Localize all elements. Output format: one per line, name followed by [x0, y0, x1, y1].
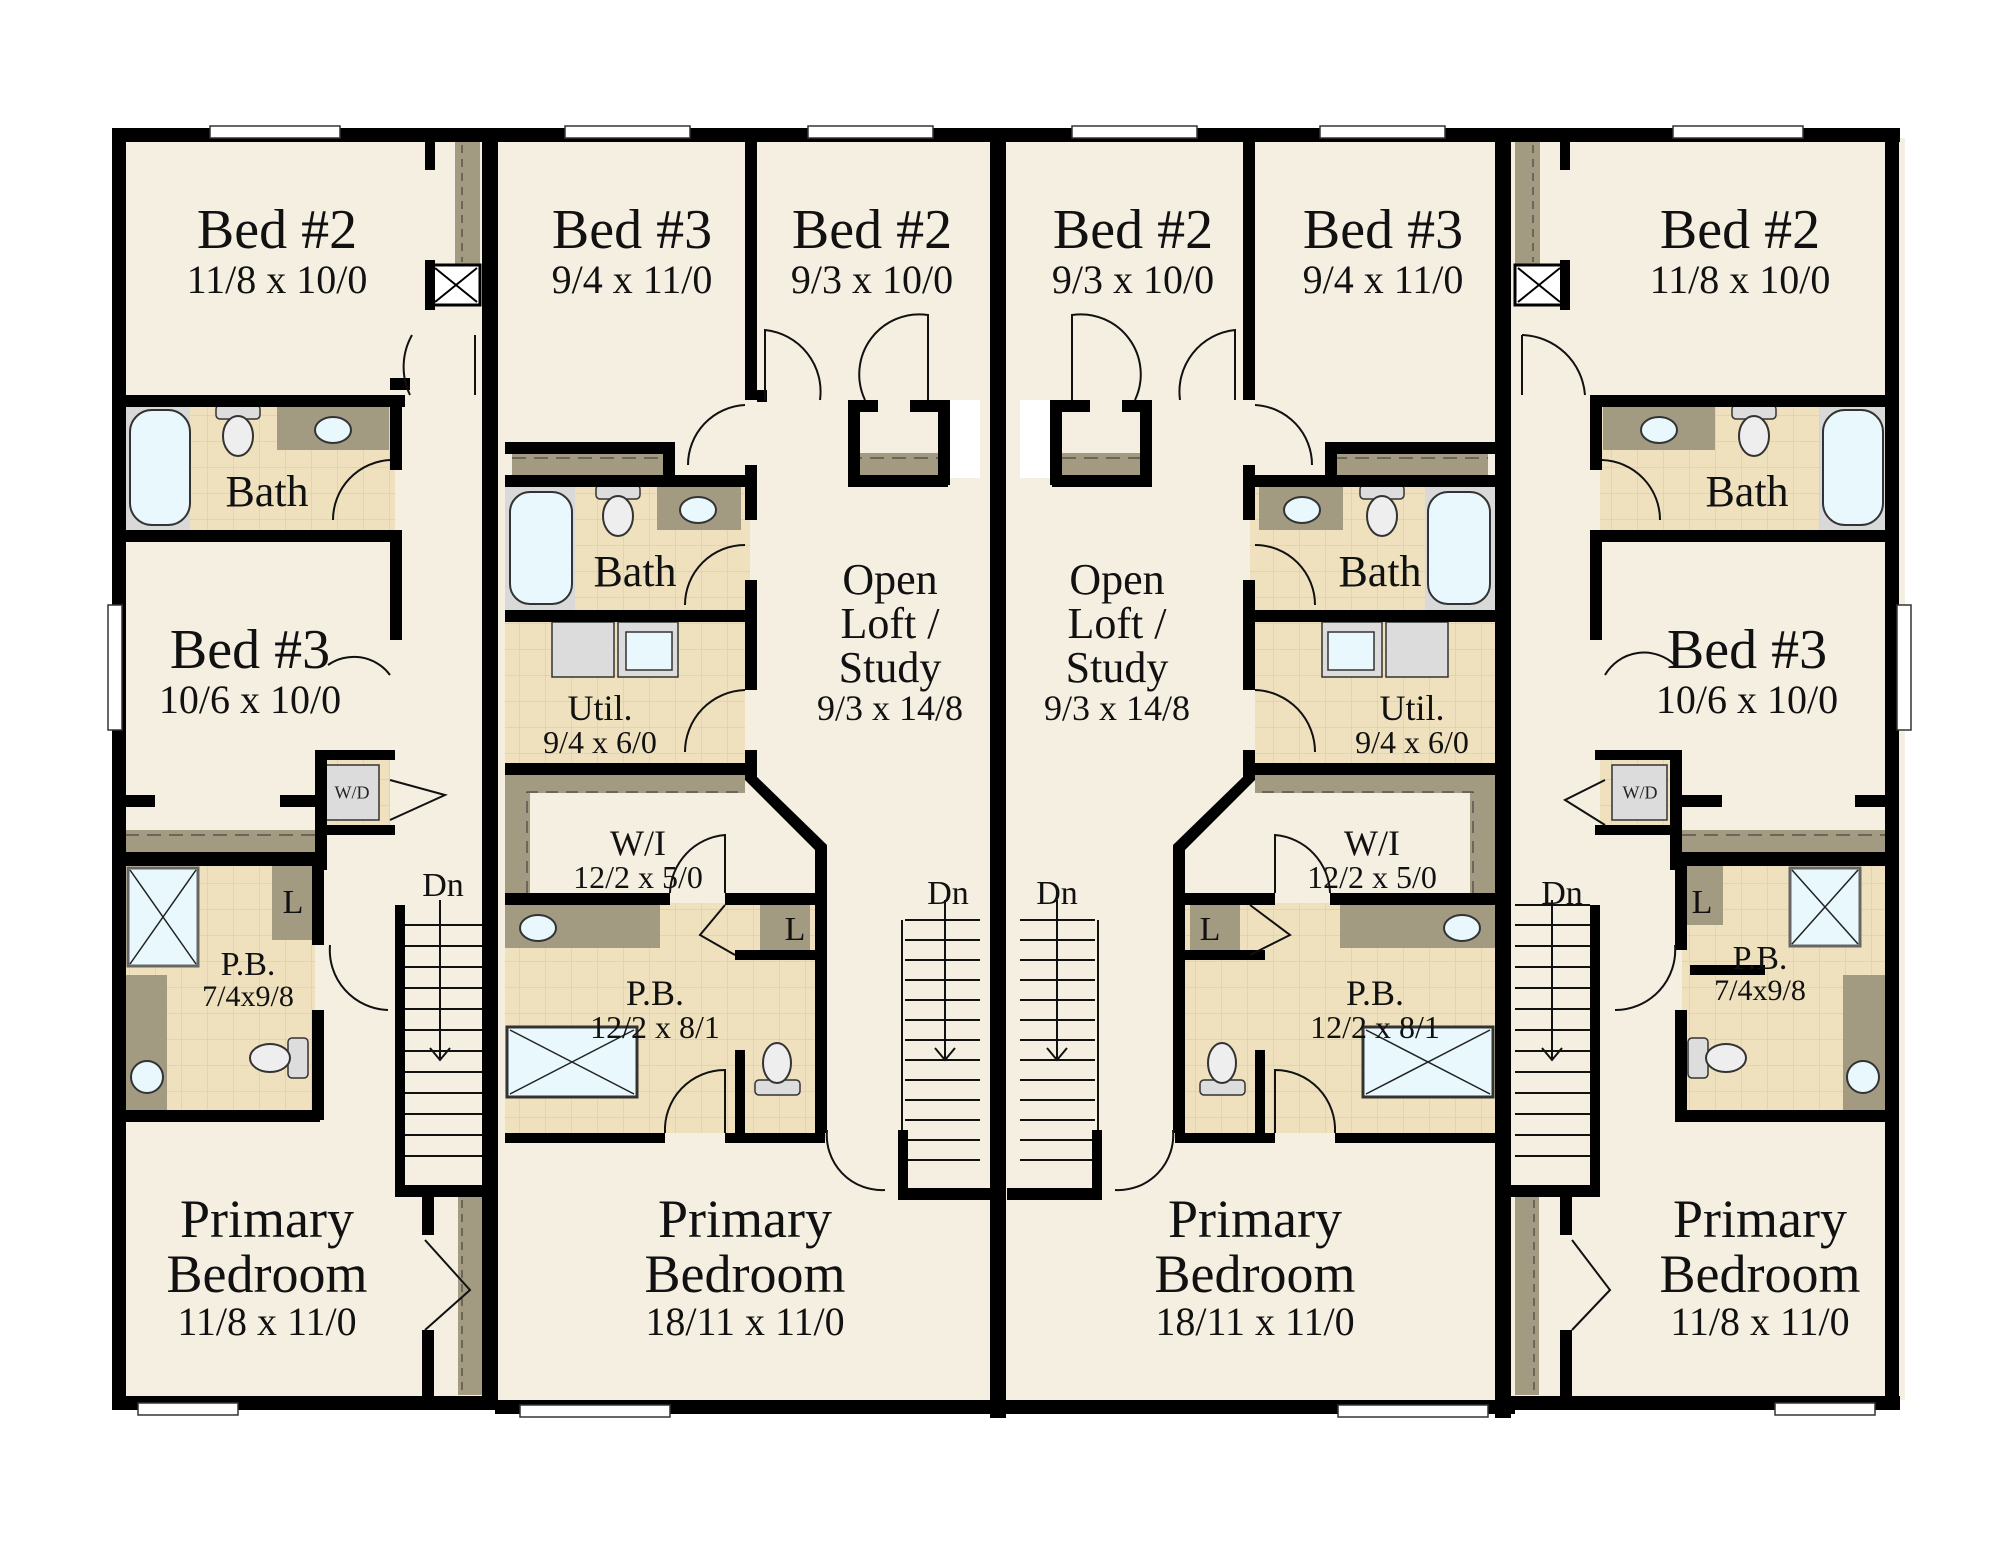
bathtub [509, 491, 573, 605]
closet [505, 773, 745, 793]
closet [1333, 453, 1488, 475]
room-label-bath: Bath [225, 467, 309, 516]
room-label-utility: Util.9/4 x 6/0 [543, 688, 657, 760]
closet [125, 830, 315, 852]
bathtub [1427, 491, 1491, 605]
linen-closet-label: L [784, 911, 806, 948]
unit-1 [107, 125, 498, 1416]
closet [512, 453, 667, 475]
closet [458, 1195, 482, 1395]
toilet [1207, 1042, 1237, 1084]
linen-closet [760, 903, 810, 955]
window [564, 125, 691, 139]
sink [1283, 496, 1321, 524]
bathtub [129, 409, 191, 526]
stair-down-label: Dn [1541, 875, 1583, 912]
window [807, 125, 934, 139]
toilet [222, 415, 254, 457]
toilet [1366, 495, 1398, 537]
closet [1515, 1195, 1539, 1395]
room-label-primary-bath: P.B.12/2 x 8/1 [590, 973, 720, 1045]
washer-dryer-label: W/D [334, 782, 370, 803]
toilet [602, 495, 634, 537]
closet [1255, 773, 1495, 793]
unit-2 [495, 125, 1006, 1418]
room-label-bath: Bath [1338, 547, 1422, 596]
window [1071, 125, 1198, 139]
sink [130, 1060, 164, 1094]
window [1337, 1404, 1489, 1418]
closet [1515, 140, 1540, 265]
stair [1515, 900, 1590, 1157]
unit-4 [1510, 125, 1912, 1416]
closet [848, 453, 938, 475]
washer [551, 621, 615, 678]
window [107, 604, 123, 731]
room-label-primary-bath: P.B.7/4x9/8 [1714, 940, 1806, 1007]
window [1896, 604, 1912, 731]
toilet [762, 1042, 792, 1084]
linen-closet [1685, 865, 1723, 925]
closet [455, 140, 480, 265]
sink [1640, 416, 1678, 444]
washer-dryer [1611, 764, 1668, 821]
door-swings [663, 313, 929, 1192]
unit-3 [1005, 125, 1515, 1418]
door-swings [1071, 313, 1337, 1192]
window [137, 1402, 239, 1416]
linen-closet-label: L [1199, 911, 1221, 948]
washer-dryer-label: W/D [1622, 782, 1658, 803]
toilet [249, 1043, 291, 1073]
room-label-primary-bath: P.B.12/2 x 8/1 [1310, 973, 1440, 1045]
linen-closet-label: L [282, 884, 304, 921]
closet [1682, 830, 1885, 852]
stair [402, 900, 482, 1180]
linen-closet [1190, 903, 1240, 955]
sink [679, 496, 717, 524]
door-swings [327, 334, 476, 1331]
window [1672, 125, 1804, 139]
room-label-primary-bath: P.B.7/4x9/8 [202, 946, 294, 1013]
stair-down-label: Dn [422, 867, 464, 904]
room-label-bath: Bath [1705, 467, 1789, 516]
dryer [1385, 621, 1449, 678]
toilet [1705, 1043, 1747, 1073]
bathtub [1822, 409, 1884, 526]
sink [314, 416, 352, 444]
toilet [1738, 415, 1770, 457]
linen-closet-label: L [1691, 884, 1713, 921]
window [1774, 1402, 1876, 1416]
chase [950, 400, 980, 478]
window [1319, 125, 1446, 139]
sink [1443, 914, 1481, 942]
stair-down-label: Dn [1036, 875, 1078, 912]
door-swings [1521, 334, 1677, 1331]
sink [1846, 1060, 1880, 1094]
chase [1020, 400, 1050, 478]
sink [519, 914, 557, 942]
window [519, 1404, 671, 1418]
linen-closet [272, 865, 312, 940]
stair-down-label: Dn [927, 875, 969, 912]
closet [1062, 453, 1152, 475]
room-label-bath: Bath [593, 547, 677, 596]
window [209, 125, 341, 139]
room-label-utility: Util.9/4 x 6/0 [1355, 688, 1469, 760]
